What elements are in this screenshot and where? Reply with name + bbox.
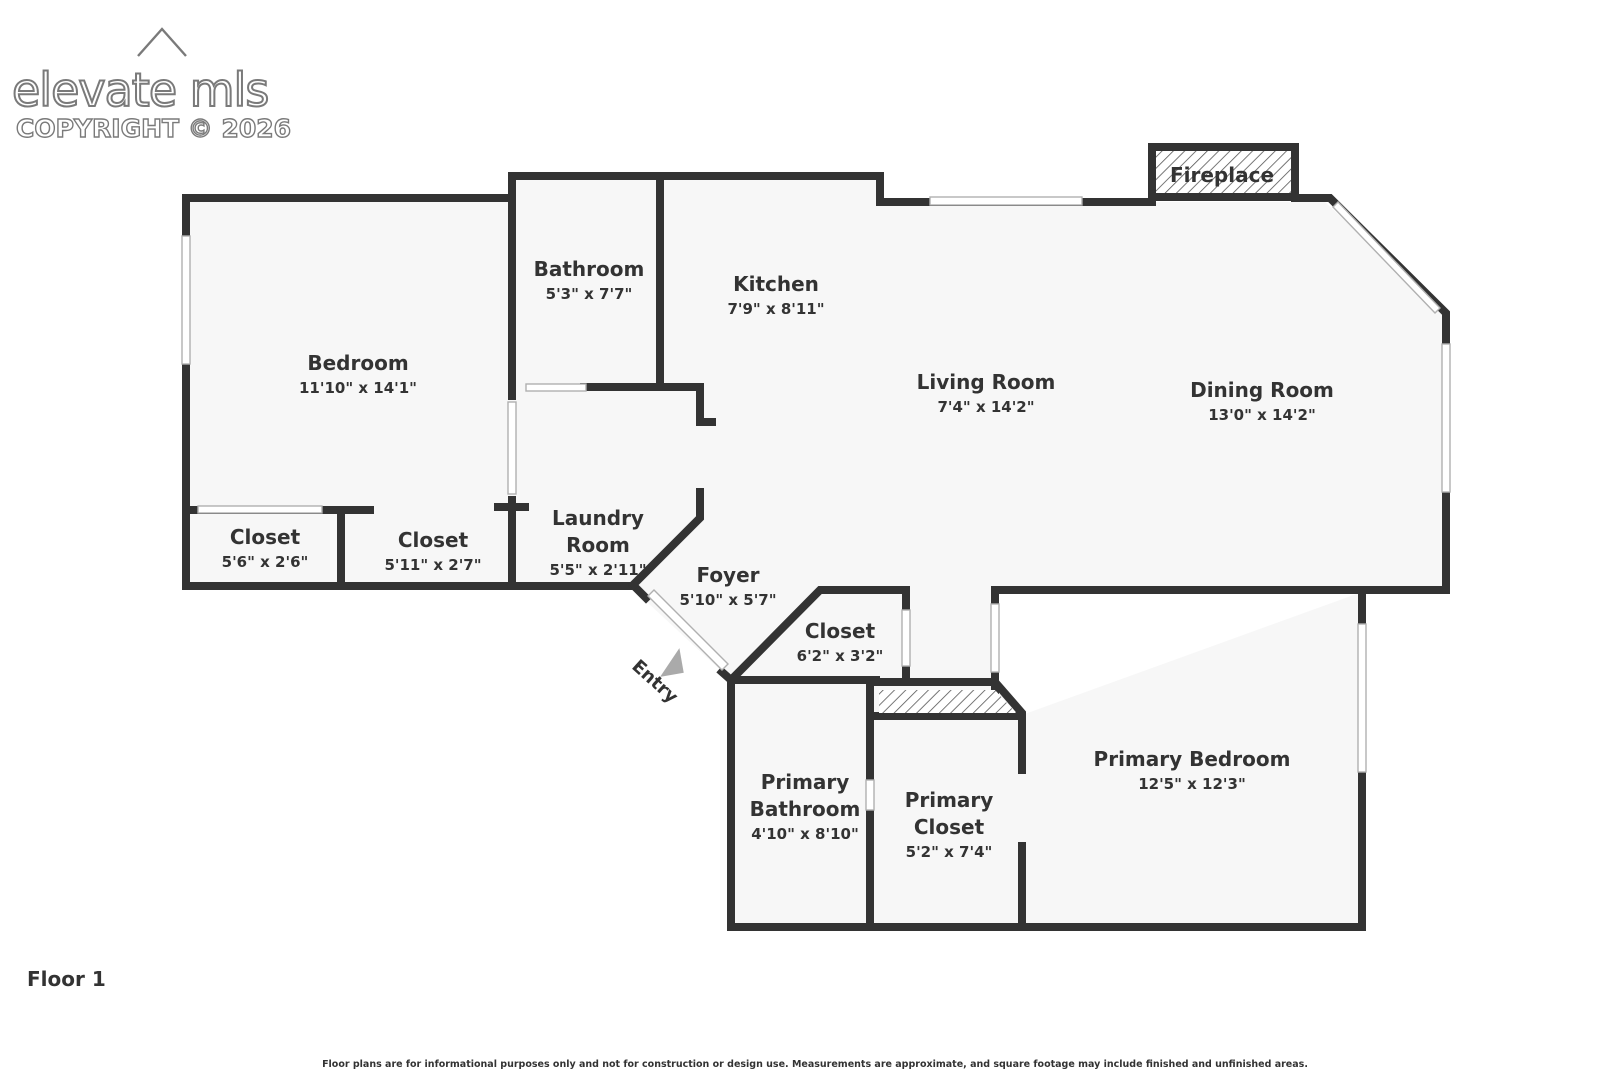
window: [990, 603, 1000, 673]
room-dims: 13'0" x 14'2": [1208, 406, 1316, 424]
room-name: Closet: [398, 528, 469, 552]
room-bathroom: Bathroom 5'3" x 7'7": [534, 257, 645, 303]
room-name: Bedroom: [307, 351, 408, 375]
window: [901, 609, 911, 667]
room-bedroom: Bedroom 11'10" x 14'1": [299, 351, 417, 397]
watermark-copyright: COPYRIGHT © 2026: [16, 114, 291, 143]
room-dims: 5'10" x 5'7": [679, 591, 776, 609]
room-dining-room: Dining Room 13'0" x 14'2": [1190, 378, 1334, 424]
room-dims: 7'9" x 8'11": [727, 300, 824, 318]
room-closet-2: Closet 5'11" x 2'7": [384, 528, 481, 574]
entry: Entry: [628, 648, 684, 708]
fireplace: Fireplace: [1148, 143, 1299, 201]
room-name: Bathroom: [534, 257, 645, 281]
room-primary-closet: Primary Closet 5'2" x 7'4": [905, 788, 994, 861]
room-name: Foyer: [696, 563, 759, 587]
room-primary-bedroom: Primary Bedroom 12'5" x 12'3": [1094, 747, 1291, 793]
room-dims: 11'10" x 14'1": [299, 379, 417, 397]
room-name: Primary Bedroom: [1094, 747, 1291, 771]
room-name: Living Room: [917, 370, 1056, 394]
room-name-line: Closet: [914, 815, 985, 839]
window: [1332, 201, 1441, 314]
room-name: Dining Room: [1190, 378, 1334, 402]
floor-fill: [186, 180, 1446, 927]
room-labels: Bedroom 11'10" x 14'1" Bathroom 5'3" x 7…: [222, 257, 1334, 861]
floor-label: Floor 1: [27, 967, 106, 991]
room-name: Closet: [805, 619, 876, 643]
fireplace-label: Fireplace: [1170, 163, 1274, 187]
window: [525, 383, 587, 392]
room-name-line: Primary: [905, 788, 994, 812]
room-name-line: Bathroom: [750, 797, 861, 821]
room-dims: 12'5" x 12'3": [1138, 775, 1246, 793]
room-closet-1: Closet 5'6" x 2'6": [222, 525, 309, 571]
room-dims: 5'11" x 2'7": [384, 556, 481, 574]
watermark-brand: elevate mls: [12, 63, 268, 117]
room-name-line: Primary: [761, 770, 850, 794]
room-living-room: Living Room 7'4" x 14'2": [917, 370, 1056, 416]
room-dims: 5'6" x 2'6": [222, 553, 309, 571]
window: [929, 196, 1083, 206]
watermark: elevate mls COPYRIGHT © 2026: [11, 27, 292, 144]
room-name: Closet: [230, 525, 301, 549]
room-kitchen: Kitchen 7'9" x 8'11": [727, 272, 824, 318]
shelf-hatch: [879, 690, 1016, 713]
room-laundry-room: Laundry Room 5'5" x 2'11": [549, 506, 646, 579]
room-name-line: Room: [566, 533, 630, 557]
room-name-line: Laundry: [552, 506, 644, 530]
room-primary-bathroom: Primary Bathroom 4'10" x 8'10": [750, 770, 861, 843]
window: [507, 401, 517, 495]
windows: [181, 196, 1451, 811]
room-dims: 7'4" x 14'2": [937, 398, 1034, 416]
window: [1441, 343, 1451, 493]
room-dims: 6'2" x 3'2": [797, 647, 884, 665]
room-dims: 5'3" x 7'7": [546, 285, 633, 303]
entry-door-opening: [647, 589, 729, 671]
entry-arrow-icon: [660, 648, 684, 677]
window: [865, 779, 875, 811]
walls: [182, 172, 1450, 931]
room-dims: 5'2" x 7'4": [906, 843, 993, 861]
window: [197, 505, 323, 514]
room-dims: 5'5" x 2'11": [549, 561, 646, 579]
disclaimer-text: Floor plans are for informational purpos…: [322, 1059, 1308, 1070]
window: [181, 235, 191, 365]
mountain-icon: [137, 27, 187, 57]
room-foyer: Foyer 5'10" x 5'7": [679, 563, 776, 609]
room-dims: 4'10" x 8'10": [751, 825, 859, 843]
room-name: Kitchen: [733, 272, 819, 296]
window: [1357, 623, 1367, 773]
room-closet-3: Closet 6'2" x 3'2": [797, 619, 884, 665]
